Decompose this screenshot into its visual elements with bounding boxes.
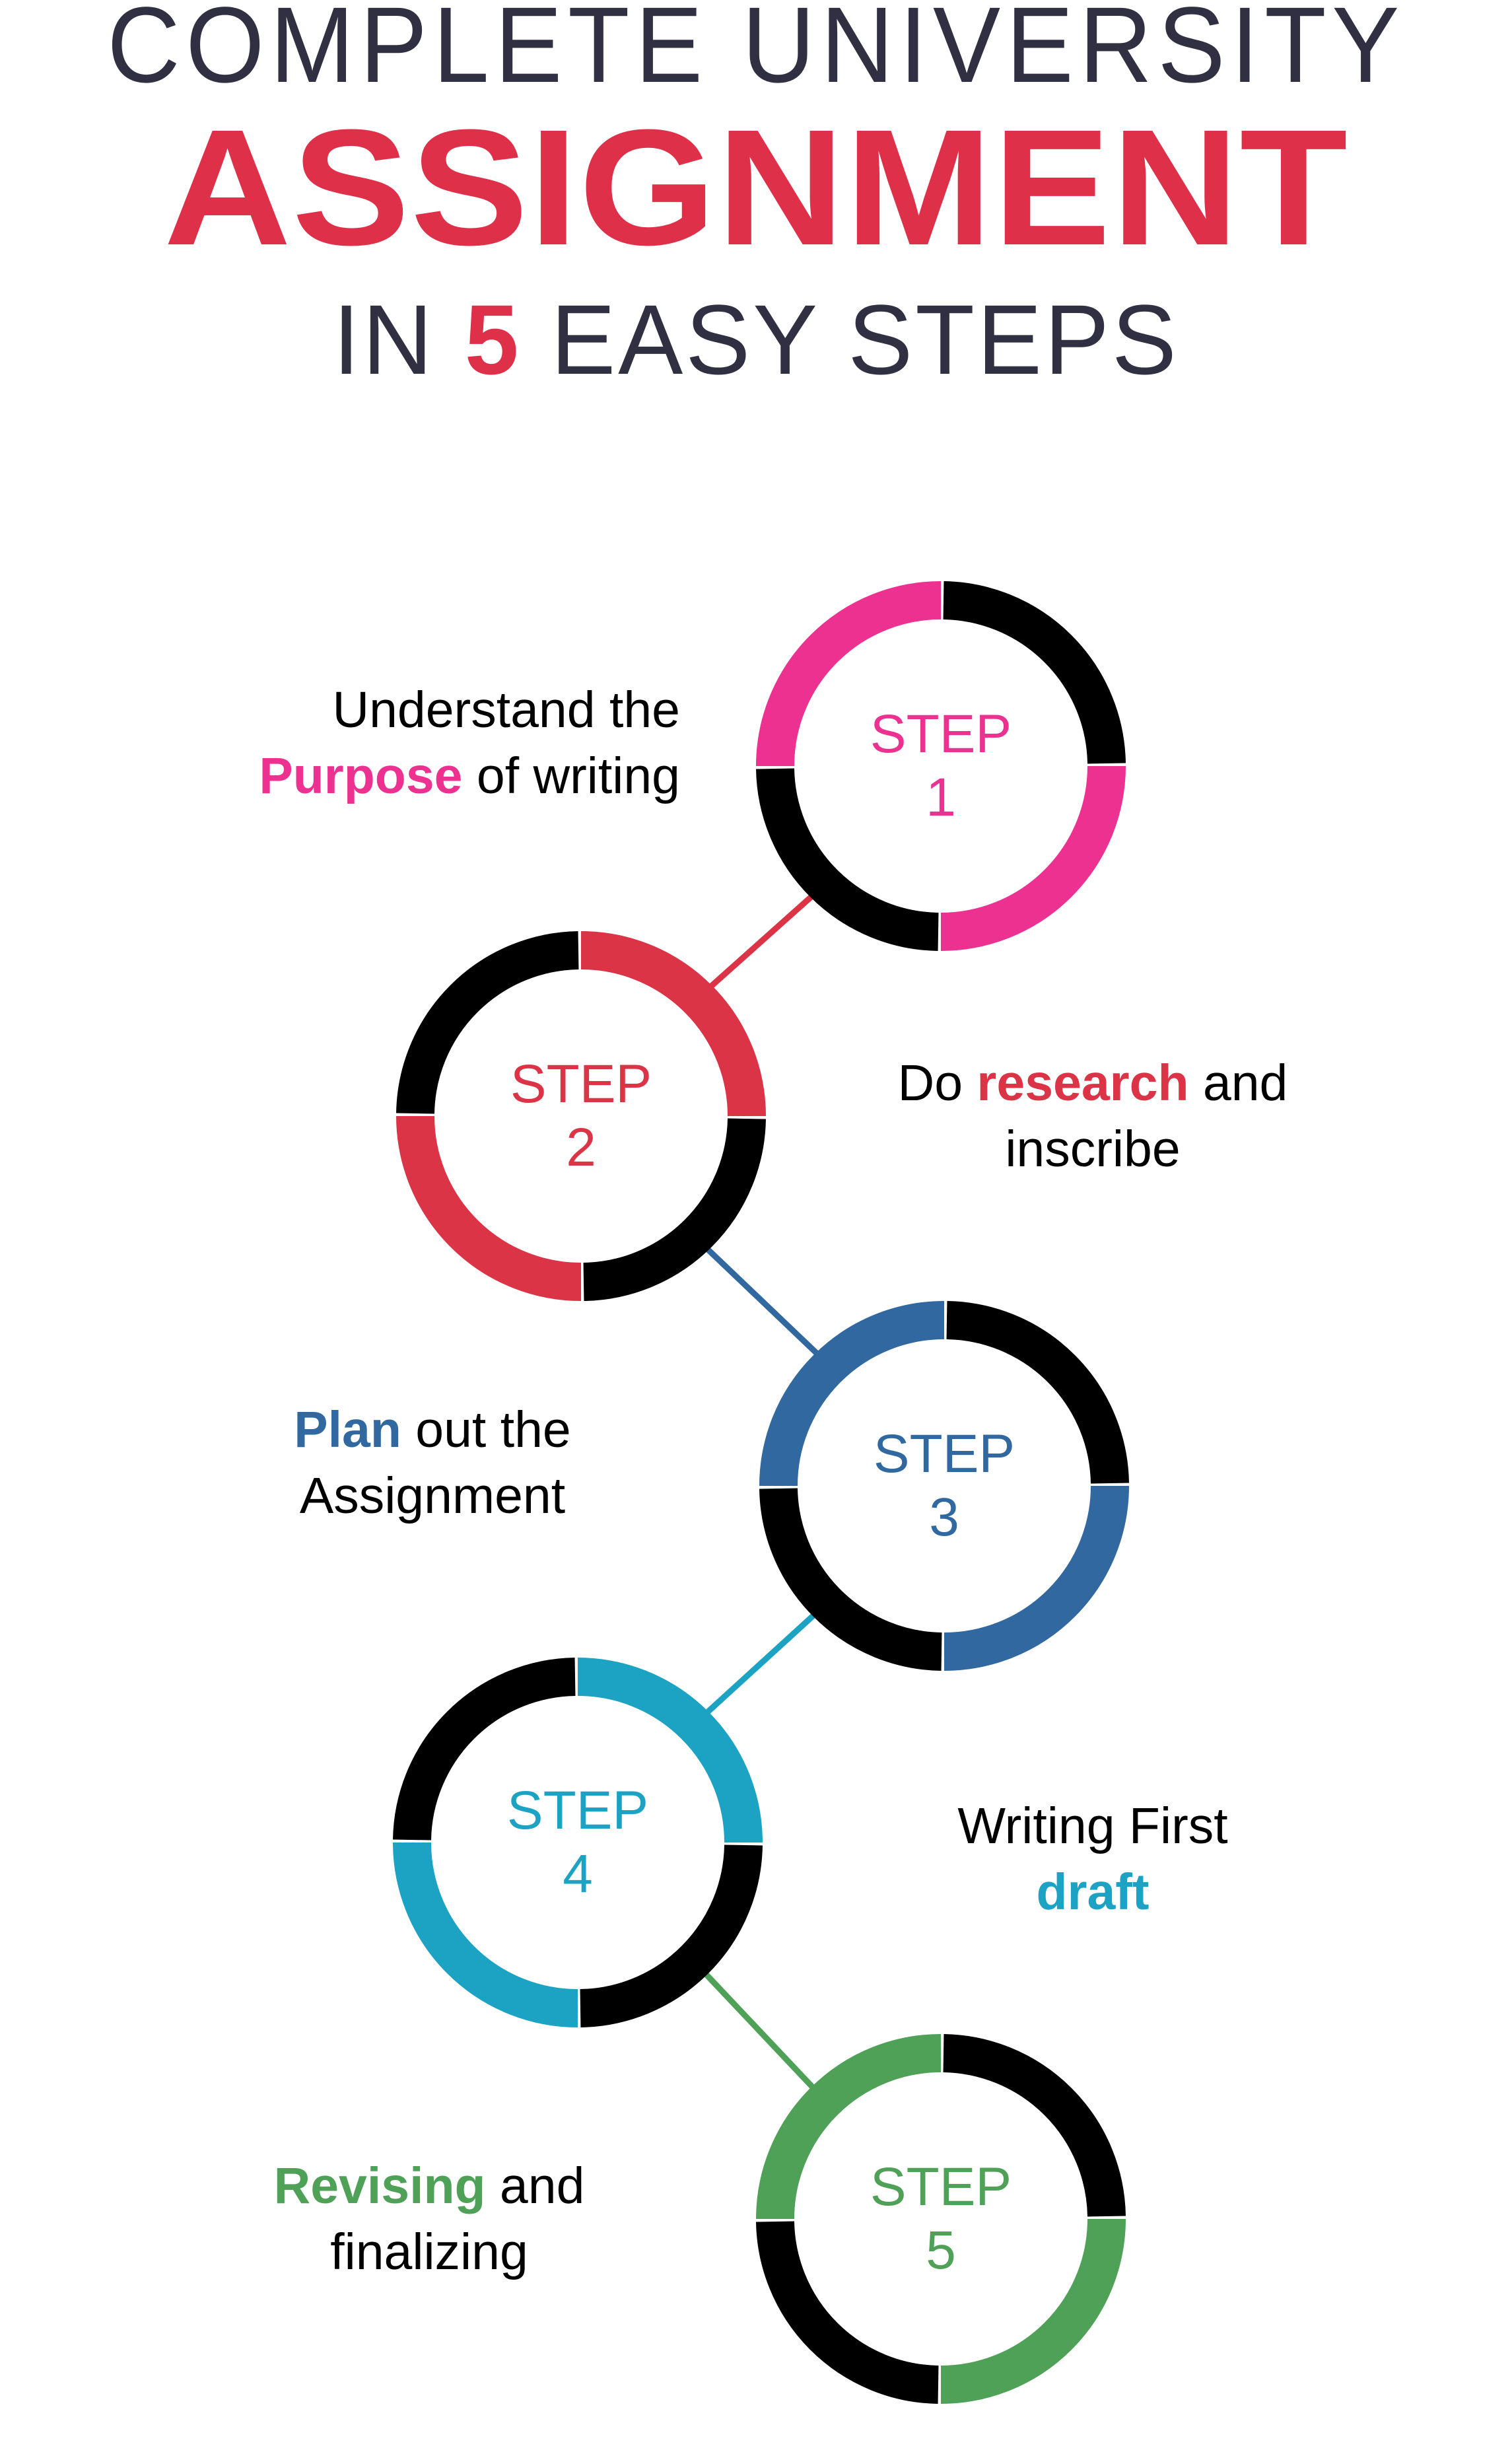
step-number-3: 3	[929, 1487, 959, 1547]
step-label-2: STEP 2	[396, 931, 766, 1301]
step-word-3: STEP	[873, 1424, 1015, 1485]
step-label-3: STEP 3	[759, 1301, 1129, 1671]
step-number-2: 2	[566, 1117, 596, 1177]
step-node-1[interactable]: STEP 1	[756, 581, 1126, 951]
header-line-3-pre: IN	[333, 284, 465, 395]
caption-text: of writing	[462, 748, 680, 805]
step-ring-3	[759, 1301, 1129, 1671]
caption-text: out the	[401, 1401, 571, 1458]
step-word-5: STEP	[870, 2157, 1012, 2218]
step-caption-3-line-2: Assignment	[168, 1463, 697, 1529]
caption-highlight: draft	[1036, 1864, 1150, 1921]
caption-highlight: Purpose	[259, 748, 463, 805]
caption-text: Do	[897, 1055, 977, 1111]
ring-arc-accent	[940, 765, 1126, 951]
ring-arc-dark	[393, 1658, 576, 1841]
caption-text: finalizing	[330, 2224, 528, 2281]
step-ring-2	[396, 931, 766, 1301]
step-word-4: STEP	[506, 1780, 649, 1841]
ring-arc-accent	[580, 931, 766, 1117]
step-caption-5-line-2: finalizing	[165, 2219, 693, 2285]
step-label-1: STEP 1	[756, 581, 1126, 951]
header-line-3-post: EASY STEPS	[521, 284, 1179, 395]
ring-arc-dark	[946, 1301, 1129, 1484]
header-line-3: IN 5 EASY STEPS	[15, 290, 1497, 389]
step-caption-2-line-1: Do research and	[829, 1050, 1357, 1116]
step-caption-3: Plan out the Assignment	[168, 1397, 697, 1529]
caption-highlight: Plan	[294, 1401, 401, 1458]
step-number-4: 4	[563, 1844, 593, 1904]
header-line-2: ASSIGNMENT	[163, 95, 1349, 279]
step-caption-1-line-1: Understand the	[158, 677, 680, 743]
infographic-header: COMPLETE UNIVERSITY ASSIGNMENT IN 5 EASY…	[0, 0, 1512, 389]
caption-highlight: Revising	[273, 2158, 486, 2214]
step-caption-1: Understand the Purpose of writing	[158, 677, 680, 809]
step-node-5[interactable]: STEP 5	[756, 2034, 1126, 2404]
step-label-4: STEP 4	[393, 1658, 763, 2027]
step-node-3[interactable]: STEP 3	[759, 1301, 1129, 1671]
caption-text: and	[485, 2158, 585, 2214]
step-node-4[interactable]: STEP 4	[393, 1658, 763, 2027]
ring-arc-accent	[759, 1301, 945, 1487]
ring-arc-accent	[396, 1115, 582, 1301]
step-word-1: STEP	[870, 704, 1012, 765]
ring-arc-dark	[580, 1844, 763, 2027]
caption-highlight: research	[977, 1055, 1189, 1111]
ring-arc-accent	[944, 1485, 1129, 1671]
ring-arc-accent	[393, 1842, 578, 2027]
ring-arc-accent	[756, 2034, 942, 2220]
step-number-5: 5	[926, 2220, 956, 2280]
ring-arc-dark	[759, 1488, 942, 1671]
step-word-2: STEP	[510, 1054, 652, 1115]
caption-text: Writing First	[957, 1798, 1228, 1854]
step-ring-4	[393, 1658, 763, 2027]
header-line-1: COMPLETE UNIVERSITY	[107, 0, 1405, 105]
step-caption-2-line-2: inscribe	[829, 1116, 1357, 1182]
caption-text: Understand the	[332, 682, 680, 738]
ring-arc-accent	[756, 581, 942, 767]
step-caption-5: Revising and finalizing	[165, 2153, 693, 2285]
step-number-1: 1	[926, 767, 956, 827]
step-label-5: STEP 5	[756, 2034, 1126, 2404]
caption-text: inscribe	[1005, 1121, 1181, 1178]
header-step-count: 5	[464, 284, 522, 395]
step-node-2[interactable]: STEP 2	[396, 931, 766, 1301]
ring-arc-dark	[583, 1118, 766, 1301]
ring-arc-dark	[756, 2221, 939, 2404]
step-caption-4: Writing First draft	[829, 1793, 1357, 1925]
step-caption-5-line-1: Revising and	[165, 2153, 693, 2219]
step-caption-2: Do research and inscribe	[829, 1050, 1357, 1182]
ring-arc-dark	[396, 931, 579, 1114]
ring-arc-dark	[943, 581, 1126, 764]
caption-text: Assignment	[299, 1467, 566, 1525]
ring-arc-accent	[577, 1658, 763, 1843]
ring-arc-accent	[940, 2218, 1126, 2404]
caption-text: and	[1188, 1055, 1288, 1111]
ring-arc-dark	[756, 768, 939, 951]
step-caption-4-line-1: Writing First	[829, 1793, 1357, 1859]
step-ring-1	[756, 581, 1126, 951]
step-caption-3-line-1: Plan out the	[168, 1397, 697, 1463]
step-caption-1-line-2: Purpose of writing	[158, 743, 680, 809]
step-ring-5	[756, 2034, 1126, 2404]
step-caption-4-line-2: draft	[829, 1859, 1357, 1925]
ring-arc-dark	[943, 2034, 1126, 2217]
